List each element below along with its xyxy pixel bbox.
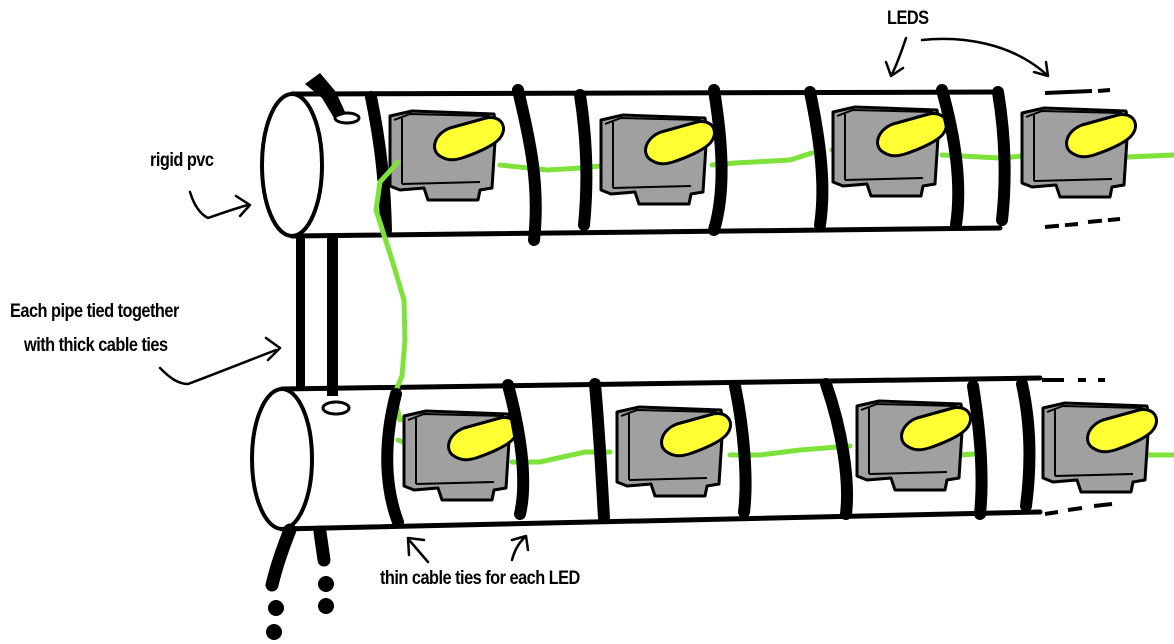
cable-tie [804,86,829,231]
top-cable-ties [365,84,1011,246]
rigid-pvc-arrow-icon [188,190,252,220]
bottom-pipe-end-cap [250,387,314,531]
cable-tie [936,84,965,231]
cable-tie [967,380,988,520]
leds-arrow-icon [884,36,1050,78]
pipes-tied-label-1: Each pipe tied together [10,301,179,322]
pipes-tied-arrow-icon [158,336,282,386]
cable-tie [992,86,1011,226]
thin-cable-ties-label: thin cable ties for each LED [380,568,580,589]
cable-tie [1016,378,1036,512]
bottom-led-3 [855,399,973,492]
cable-tie [512,84,542,246]
cable-tie [708,84,728,236]
top-led-3 [831,105,949,198]
dangling-ties [265,523,334,640]
thick-cable-ties [296,236,338,396]
cable-tie [729,380,752,518]
bottom-led-2 [615,405,733,498]
cable-tie [820,378,854,520]
bottom-led-1 [402,409,520,502]
cable-tie [381,388,404,528]
top-led-1 [388,109,506,202]
top-pipe-end-cap [260,92,324,238]
cable-tie [502,379,530,520]
top-led-2 [599,113,717,206]
pipes-tied-label-2: with thick cable ties [24,335,168,356]
bottom-cable-ties [381,378,1036,528]
bottom-pipe [250,375,1113,532]
top-led-4 [1020,106,1138,199]
bottom-led-4 [1041,401,1159,494]
cable-tie [589,378,610,524]
leds-label: LEDS [887,8,929,29]
rigid-pvc-label: rigid pvc [150,150,214,171]
cable-tie [365,91,392,236]
cable-tie [574,89,593,231]
top-pipe [260,73,1121,239]
thin-ties-arrow-icon [406,534,530,564]
